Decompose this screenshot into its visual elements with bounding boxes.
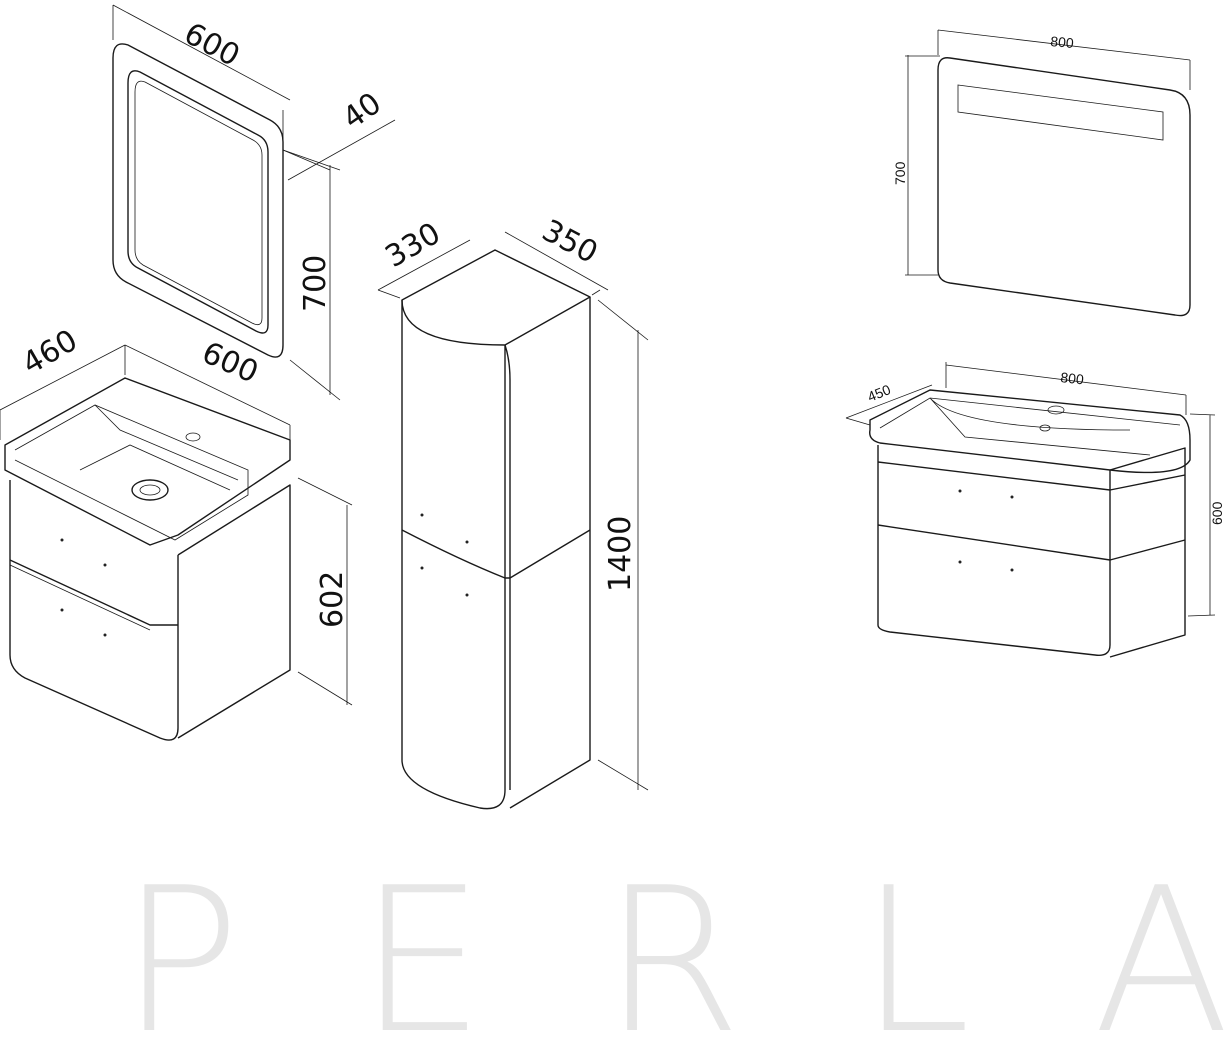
mirror-width-label: 600 xyxy=(178,16,245,74)
right-mirror-width-label: 800 xyxy=(1050,33,1075,51)
cabinet-height-label: 1400 xyxy=(603,516,638,592)
vanity-depth-label: 460 xyxy=(17,323,84,382)
right-mirror: 800 700 xyxy=(892,29,1191,317)
mirror-height-label: 700 xyxy=(298,255,333,312)
right-vanity: 450 800 600 xyxy=(845,362,1225,658)
right-vanity-height-label: 600 xyxy=(1209,501,1225,525)
brand-watermark: PERLA xyxy=(120,845,1230,1038)
right-vanity-width-label: 800 xyxy=(1060,369,1085,387)
mirror-depth-label: 40 xyxy=(337,86,388,137)
left-mirror: 600 40 700 xyxy=(112,4,396,401)
vanity-width-label: 600 xyxy=(197,335,264,390)
right-mirror-height-label: 700 xyxy=(892,161,908,185)
left-vanity: 460 600 602 xyxy=(0,323,353,741)
cabinet-width-label: 350 xyxy=(536,213,603,271)
cabinet-depth-label: 330 xyxy=(380,216,447,275)
vanity-height-label: 602 xyxy=(315,571,350,628)
brand-name: PERLA xyxy=(120,845,1230,1038)
tall-cabinet: 330 350 1400 xyxy=(377,213,649,810)
